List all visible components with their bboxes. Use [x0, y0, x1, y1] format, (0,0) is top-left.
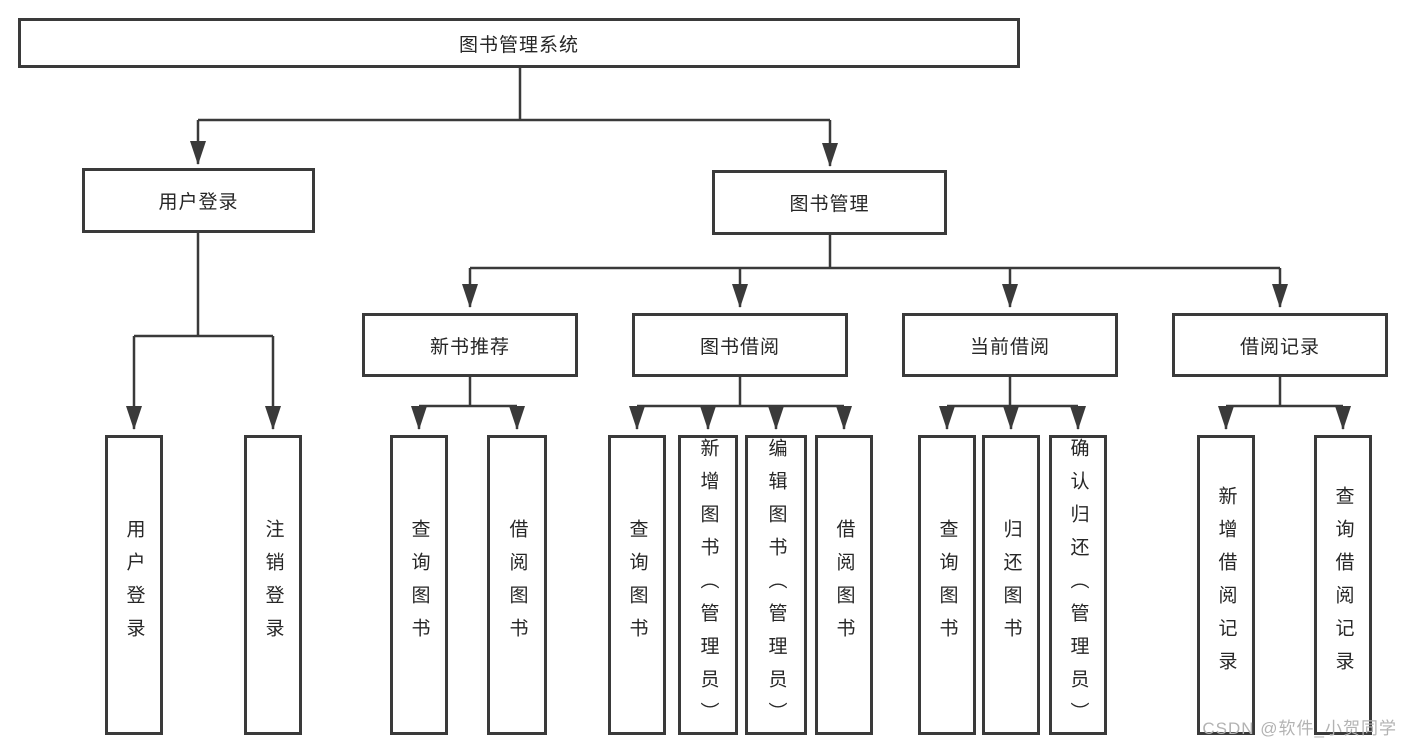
leaf-user-login: 用户登录: [105, 435, 163, 735]
leaf-query-books-borrowing: 查询图书: [608, 435, 666, 735]
leaf-add-book-admin: 新增图书（管理员）: [678, 435, 738, 735]
node-book-borrowing: 图书借阅: [632, 313, 848, 377]
leaf-borrow-books-borrowing: 借阅图书: [815, 435, 873, 735]
leaf-return-books: 归还图书: [982, 435, 1040, 735]
leaf-logout: 注销登录: [244, 435, 302, 735]
leaf-borrow-books-recommend: 借阅图书: [487, 435, 547, 735]
leaf-query-books-current: 查询图书: [918, 435, 976, 735]
node-current-borrowing: 当前借阅: [902, 313, 1118, 377]
leaf-query-borrow-record: 查询借阅记录: [1314, 435, 1372, 735]
node-borrowing-records: 借阅记录: [1172, 313, 1388, 377]
leaf-confirm-return-admin: 确认归还（管理员）: [1049, 435, 1107, 735]
node-user-login: 用户登录: [82, 168, 315, 233]
leaf-add-borrow-record: 新增借阅记录: [1197, 435, 1255, 735]
node-book-management: 图书管理: [712, 170, 947, 235]
node-new-book-recommendation: 新书推荐: [362, 313, 578, 377]
leaf-edit-book-admin: 编辑图书（管理员）: [745, 435, 807, 735]
leaf-query-books-recommend: 查询图书: [390, 435, 448, 735]
watermark: CSDN @软件_小贺同学: [1202, 719, 1397, 738]
node-library-management-system: 图书管理系统: [18, 18, 1020, 68]
